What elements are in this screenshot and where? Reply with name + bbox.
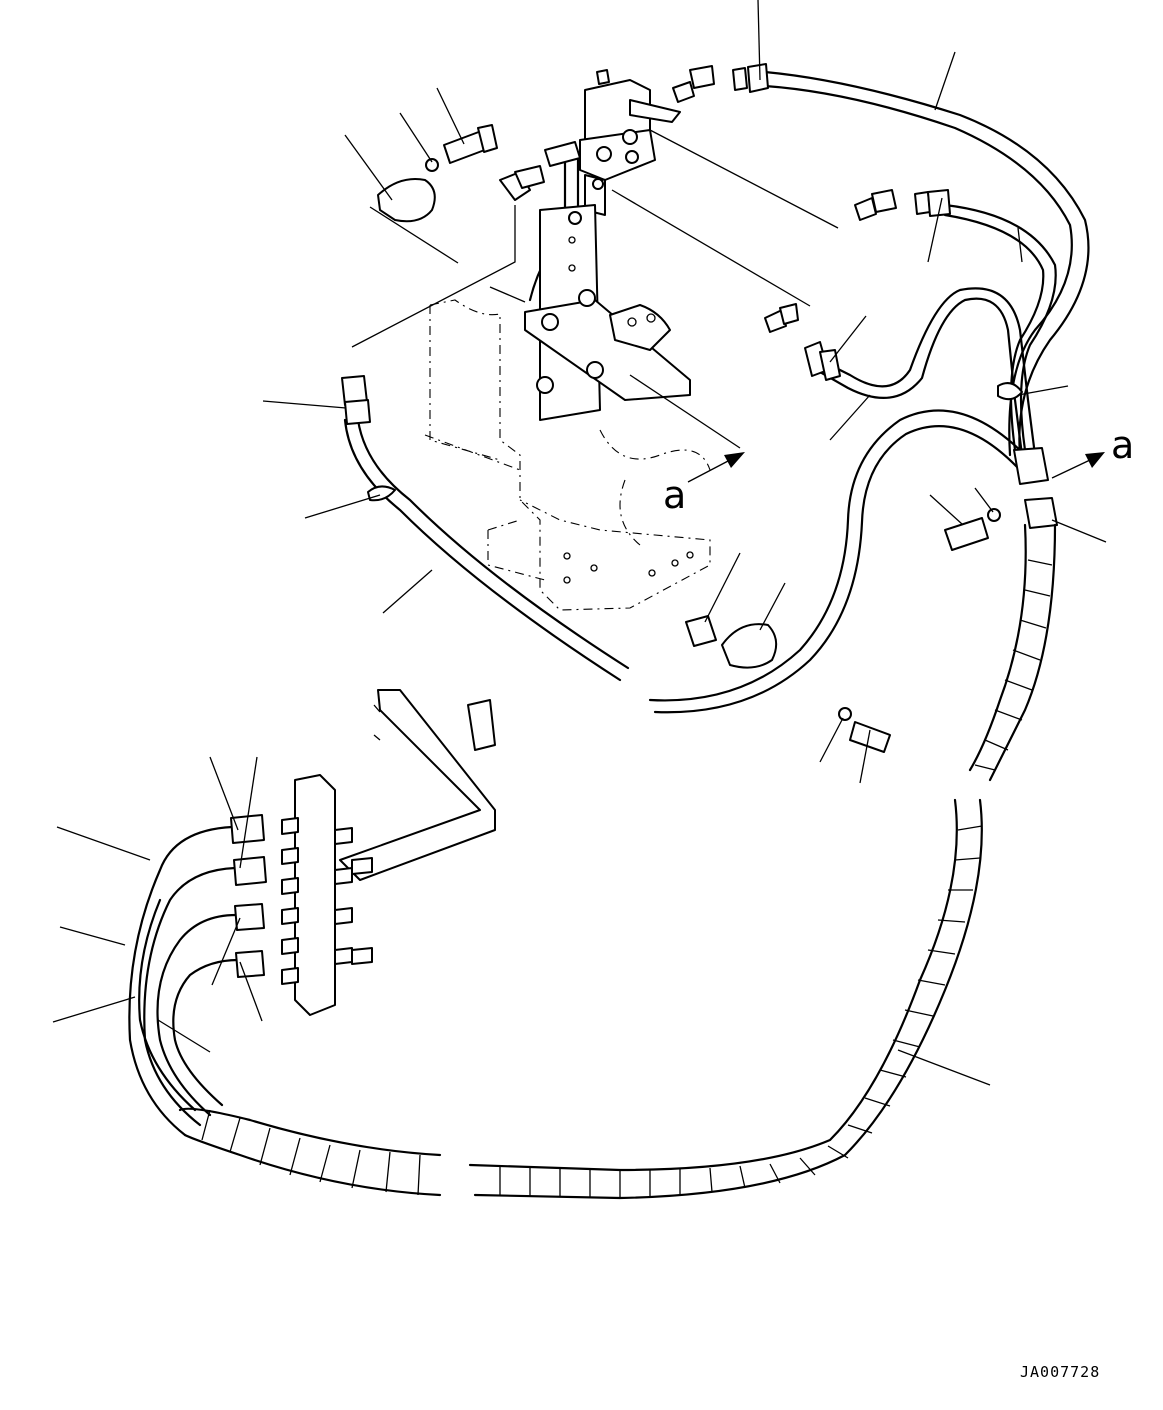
left-hose (341, 375, 630, 682)
view-marker-a-left: a (663, 473, 686, 517)
hoses-upper (648, 63, 1090, 714)
view-arrows (687, 452, 1105, 483)
distribution-manifold (230, 689, 496, 1016)
view-marker-a-right: a (1111, 423, 1134, 467)
loose-hardware (377, 124, 1001, 753)
spiral-wrapped-hose-bundle (128, 523, 1057, 1200)
leader-lines (52, 0, 1107, 1086)
drawing-code: JA007728 (1020, 1363, 1100, 1381)
mounting-bracket-phantom (424, 299, 711, 611)
valve-block-assembly (351, 65, 897, 449)
